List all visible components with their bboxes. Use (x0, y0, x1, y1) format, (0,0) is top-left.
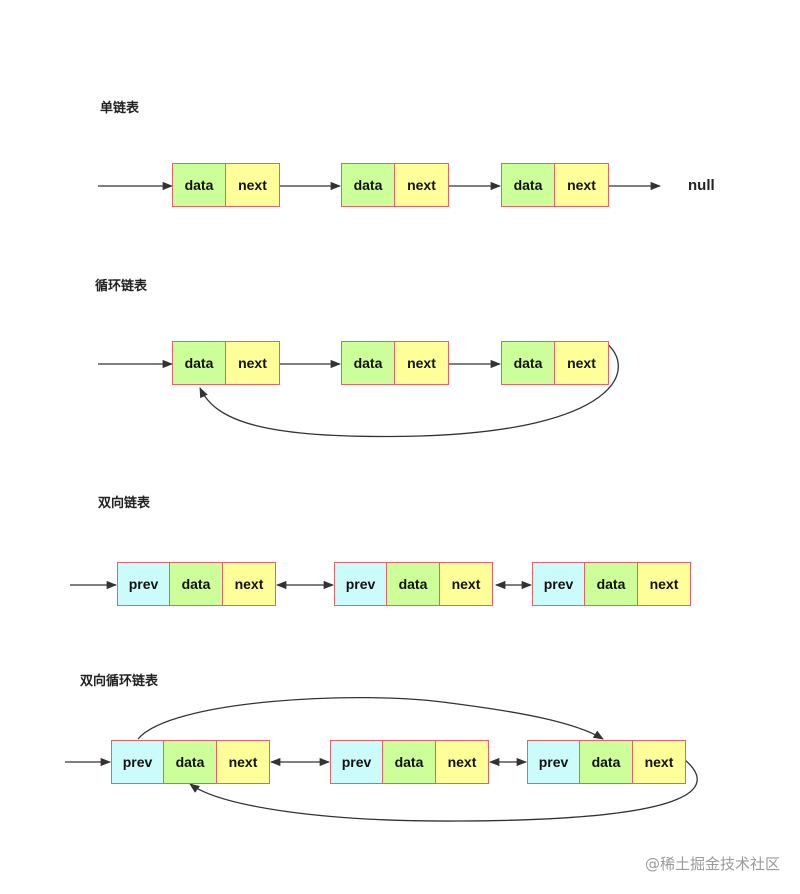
next-cell: next (226, 341, 280, 385)
prev-cell: prev (117, 562, 170, 606)
circular-node-2: data next (341, 341, 449, 385)
singly-node-2: data next (341, 163, 449, 207)
next-cell: next (217, 740, 270, 784)
singly-node-1: data next (172, 163, 280, 207)
data-cell: data (383, 740, 436, 784)
data-cell: data (387, 562, 440, 606)
doubly-circular-node-1: prev data next (111, 740, 270, 784)
doubly-node-2: prev data next (334, 562, 493, 606)
data-cell: data (172, 163, 226, 207)
doubly-circular-bottom-link (189, 759, 698, 822)
doubly-circular-node-2: prev data next (330, 740, 489, 784)
data-cell: data (501, 341, 555, 385)
data-cell: data (585, 562, 638, 606)
doubly-circular-node-3: prev data next (527, 740, 686, 784)
next-cell: next (395, 341, 449, 385)
next-cell: next (633, 740, 686, 784)
next-cell: next (440, 562, 493, 606)
prev-cell: prev (532, 562, 585, 606)
data-cell: data (341, 163, 395, 207)
prev-cell: prev (330, 740, 383, 784)
singly-node-3: data next (501, 163, 609, 207)
prev-cell: prev (334, 562, 387, 606)
section-title-singly: 单链表 (100, 101, 140, 116)
next-cell: next (226, 163, 280, 207)
doubly-circular-top-link (137, 696, 604, 740)
data-cell: data (501, 163, 555, 207)
next-cell: next (436, 740, 489, 784)
next-cell: next (555, 163, 609, 207)
circular-back-link (199, 341, 619, 438)
next-cell: next (395, 163, 449, 207)
data-cell: data (580, 740, 633, 784)
data-cell: data (164, 740, 217, 784)
prev-cell: prev (111, 740, 164, 784)
next-cell: next (223, 562, 276, 606)
section-title-doubly-circular: 双向循环链表 (80, 674, 159, 689)
doubly-node-3: prev data next (532, 562, 691, 606)
section-title-circular: 循环链表 (95, 279, 148, 294)
circular-node-1: data next (172, 341, 280, 385)
circular-node-3: data next (501, 341, 609, 385)
null-label: null (688, 177, 715, 194)
watermark: @稀土掘金技术社区 (644, 855, 780, 873)
data-cell: data (170, 562, 223, 606)
next-cell: next (555, 341, 609, 385)
data-cell: data (341, 341, 395, 385)
prev-cell: prev (527, 740, 580, 784)
section-title-doubly: 双向链表 (98, 496, 151, 511)
doubly-node-1: prev data next (117, 562, 276, 606)
next-cell: next (638, 562, 691, 606)
data-cell: data (172, 341, 226, 385)
